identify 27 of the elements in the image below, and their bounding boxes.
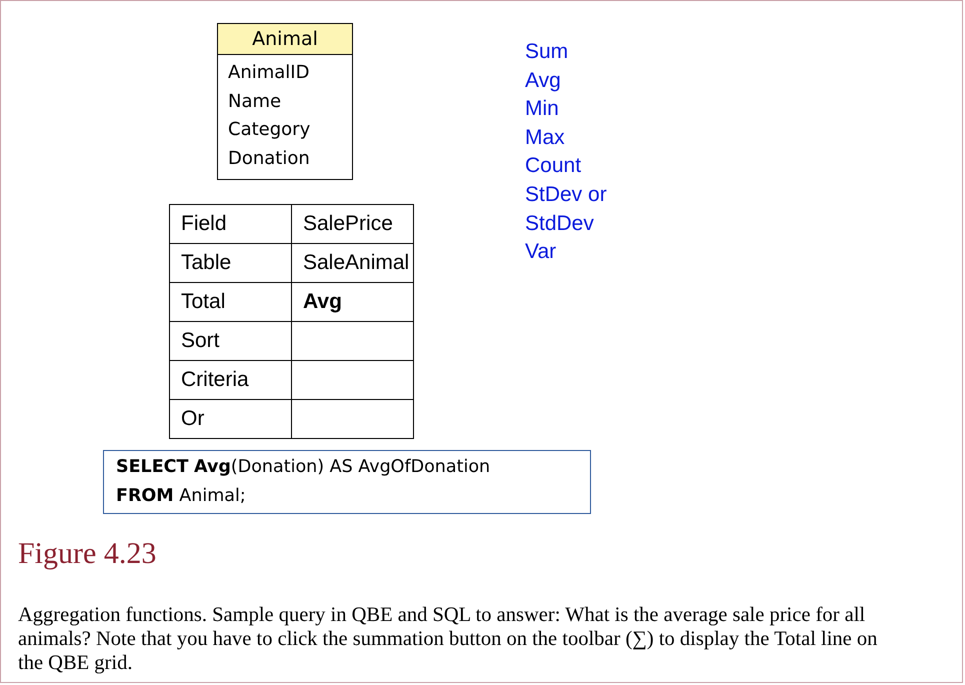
grid-cell: SaleAnimal — [292, 244, 414, 282]
function-name: Sum — [525, 39, 570, 65]
function-name: Min — [525, 96, 560, 122]
figure-title: Figure 4.23 — [18, 537, 156, 571]
grid-cell: Avg — [292, 282, 414, 322]
field-name: Name — [227, 90, 282, 114]
caption: Aggregation functions. Sample query in QBE and SQL to answer: What is the average sale price for all animals? Note that you have to click the summation button on the toolbar (∑) to display the Total line on the QBE grid. — [18, 603, 878, 675]
function-name: Var — [525, 239, 558, 266]
field-name: Category — [227, 118, 312, 142]
sql-box — [103, 450, 591, 514]
function-name: Count — [525, 153, 582, 180]
sql-line: SELECT Avg(Donation) AS AvgOfDonation — [116, 456, 492, 479]
field-name: AnimalID — [227, 61, 310, 85]
grid-cell: Or — [170, 400, 292, 438]
field-name: Donation — [227, 146, 311, 170]
function-name: Avg — [525, 68, 562, 94]
table-box — [217, 23, 353, 180]
grid-cell: SalePrice — [292, 204, 414, 244]
table-name: Animal — [218, 24, 352, 55]
grid-cell: Table — [170, 244, 292, 282]
sql-line: FROM Animal; — [116, 485, 247, 508]
grid-cell: Total — [170, 282, 292, 322]
function-name: StDev or StdDev — [525, 182, 608, 237]
function-name: Max — [525, 124, 566, 151]
grid-cell: Field — [170, 204, 292, 244]
grid-cell: Criteria — [170, 360, 292, 400]
grid-cell: Sort — [170, 322, 292, 360]
